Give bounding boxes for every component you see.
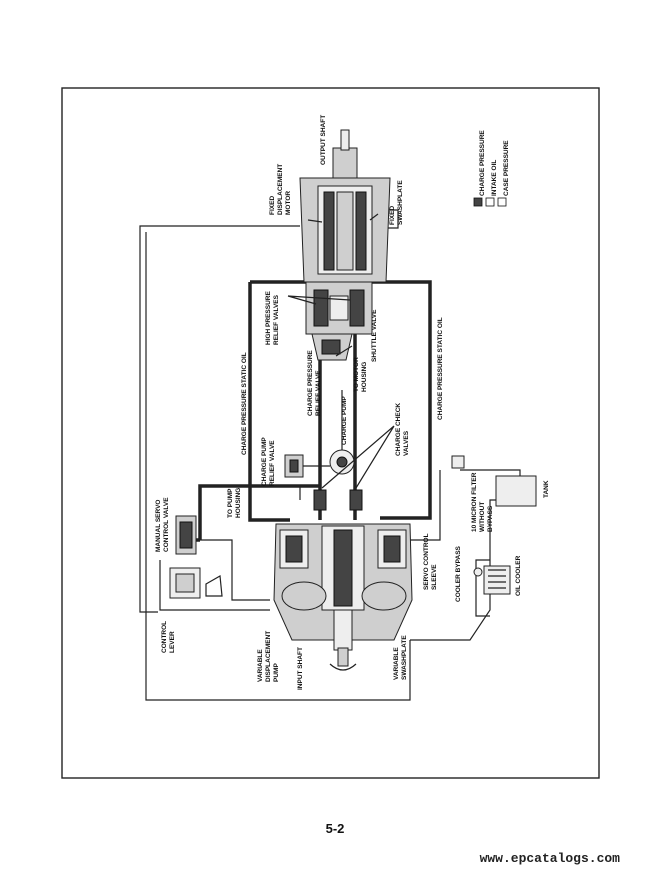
label-fixed-motor-1: FIXED — [269, 196, 276, 215]
line-cooler-bypass — [475, 559, 490, 617]
label-oil-cooler: OIL COOLER — [515, 555, 522, 596]
label-static-oil-left: CHARGE PRESSURE STATIC OIL — [241, 352, 248, 455]
label-fixed-motor-2: DISPLACEMENT — [277, 164, 284, 215]
label-cooler-bypass: COOLER BYPASS — [455, 545, 462, 602]
line-charge-pressure-left — [248, 282, 290, 522]
label-to-motor-housing-1: TO MOTOR — [353, 357, 360, 392]
line-charge-to-servo — [198, 484, 320, 540]
page-number: 5-2 — [326, 821, 345, 836]
line-to-tank — [410, 469, 521, 641]
micron-filter — [451, 455, 465, 469]
label-variable-pump-3: PUMP — [273, 663, 280, 682]
label-variable-swash-2: SWASHPLATE — [401, 635, 408, 680]
label-high-pressure-1: HIGH PRESSURE — [265, 291, 272, 345]
label-control-lever-2: LEVER — [169, 631, 176, 653]
label-manual-servo-1: MANUAL SERVO — [155, 500, 162, 553]
label-high-pressure-2: RELIEF VALVES — [273, 294, 280, 345]
label-charge-pump-relief-1: CHARGE PUMP — [261, 437, 268, 486]
label-fixed-swash-2: SWASHPLATE — [397, 180, 404, 225]
label-variable-pump-1: VARIABLE — [257, 649, 264, 682]
line-case-return — [145, 232, 411, 701]
leader-relief — [287, 295, 351, 305]
label-output-shaft: OUTPUT SHAFT — [320, 115, 327, 165]
legend-label-intake: INTAKE OIL — [491, 160, 498, 196]
line-filter — [410, 470, 441, 541]
charge-pump-relief-valve — [284, 454, 330, 478]
label-to-pump-housing-1: TO PUMP — [227, 488, 234, 518]
label-variable-swash-1: VARIABLE — [393, 647, 400, 680]
relief-valves-block — [305, 281, 373, 361]
label-to-pump-housing-2: HOUSING — [235, 488, 242, 518]
label-fixed-swash-1: FIXED — [389, 206, 396, 225]
legend-label-case: CASE PRESSURE — [503, 140, 510, 196]
watermark: www.epcatalogs.com — [480, 851, 621, 866]
leader-motor — [307, 219, 323, 223]
legend-swatch-charge — [473, 197, 483, 207]
label-control-lever-1: CONTROL — [161, 621, 168, 653]
label-to-motor-housing-2: HOUSING — [361, 362, 368, 392]
label-charge-pump-relief-2: RELIEF VALVE — [269, 440, 276, 486]
leader-fixed-swash — [369, 213, 379, 221]
line-motor-right — [388, 209, 399, 229]
label-fixed-motor-3: MOTOR — [285, 191, 292, 215]
line-servo — [190, 539, 270, 601]
leader-check-valves — [321, 425, 395, 489]
label-shuttle-valve: SHUTTLE VALVE — [371, 309, 378, 362]
label-variable-pump-2: DISPLACEMENT — [265, 631, 272, 682]
line-servo-2 — [159, 560, 270, 611]
label-input-shaft: INPUT SHAFT — [297, 647, 304, 690]
legend: CHARGE PRESSURE INTAKE OIL CASE PRESSURE — [473, 130, 510, 207]
legend-label-charge: CHARGE PRESSURE — [479, 130, 486, 196]
label-static-oil-right: CHARGE PRESSURE STATIC OIL — [437, 317, 444, 420]
legend-swatch-intake — [485, 197, 495, 207]
oil-cooler — [473, 565, 511, 595]
label-charge-pump: CHARGE PUMP — [341, 396, 348, 445]
charge-pump — [329, 449, 355, 475]
legend-swatch-case — [497, 197, 507, 207]
diagram-frame — [61, 87, 600, 779]
label-charge-pressure-relief-2: RELIEF VALVE — [315, 370, 322, 416]
charge-check-valves — [313, 489, 363, 511]
manual-servo-control-valve — [169, 515, 223, 599]
fixed-displacement-motor — [299, 129, 391, 283]
label-tank: TANK — [543, 480, 550, 498]
label-filter-1: 10 MICRON FILTER — [471, 472, 478, 532]
leader-shuttle — [335, 345, 353, 357]
label-manual-servo-2: CONTROL VALVE — [163, 497, 170, 552]
label-filter-2: WITHOUT — [479, 502, 486, 532]
variable-displacement-pump — [273, 523, 413, 671]
tank — [495, 475, 537, 507]
label-servo-sleeve-1: SERVO CONTROL — [423, 533, 430, 590]
label-servo-sleeve-2: SLEEVE — [431, 564, 438, 590]
line-motor-case-left — [139, 225, 300, 613]
label-filter-3: BYPASS — [487, 505, 494, 532]
label-check-valves-1: CHARGE CHECK — [395, 403, 402, 456]
label-check-valves-2: VALVES — [403, 430, 410, 456]
label-charge-pressure-relief-1: CHARGE PRESSURE — [307, 350, 314, 416]
